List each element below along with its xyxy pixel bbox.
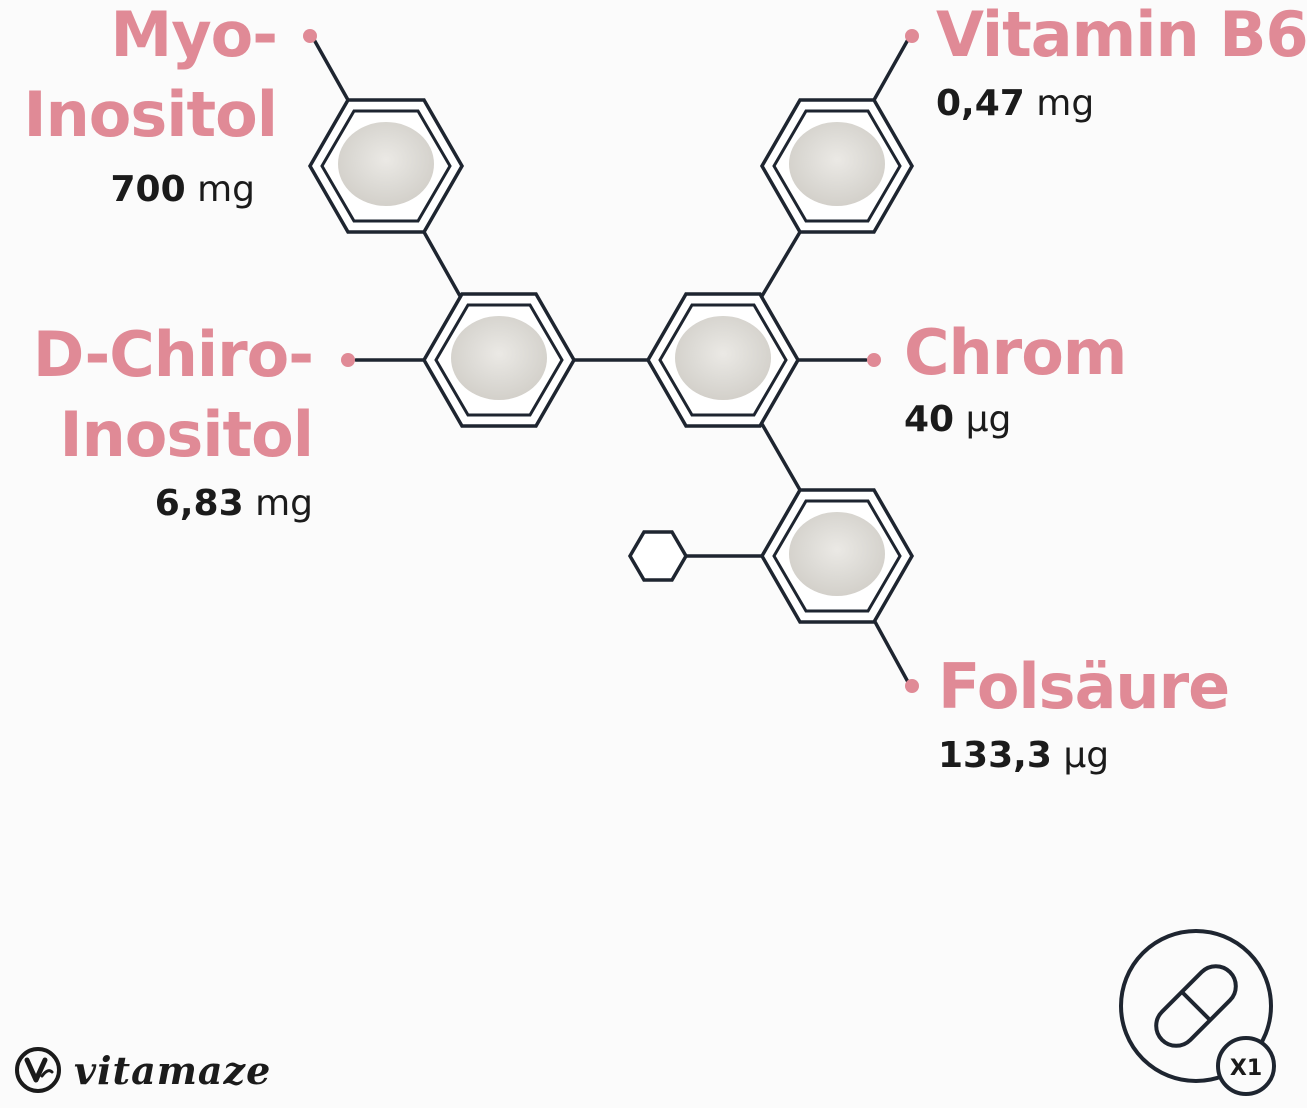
label-fols: Folsäure	[938, 650, 1230, 723]
hex-myo	[307, 98, 465, 234]
amount-dchiro-unit: mg	[255, 483, 313, 524]
amount-myo-unit: mg	[197, 169, 255, 210]
dosage-label: X1	[1230, 1056, 1262, 1081]
label-dchiro-line1: D-Chiro-	[32, 318, 314, 391]
leader-fols	[872, 618, 910, 684]
label-b6: Vitamin B6	[936, 0, 1307, 71]
dot-fols	[905, 679, 919, 693]
amount-myo-value: 700	[110, 169, 186, 210]
bond-center-b6	[760, 230, 802, 298]
leader-myo	[310, 34, 350, 102]
label-dchiro-line2: Inositol	[59, 398, 314, 471]
hex-dchiro	[421, 292, 577, 428]
hex-fols	[759, 488, 915, 624]
amount-chrom-value: 40	[904, 399, 955, 440]
leader-b6	[872, 34, 912, 102]
amount-dchiro-value: 6,83	[154, 483, 244, 524]
capsule-icon	[1154, 964, 1238, 1048]
label-myo-line1: Myo-	[110, 0, 278, 71]
hex-small	[627, 530, 689, 582]
dosage-badge	[1216, 1036, 1276, 1096]
amount-chrom-unit: µg	[965, 399, 1012, 440]
capsule-ring	[1119, 929, 1273, 1083]
amount-myo: 700 mg	[110, 172, 255, 208]
amount-chrom: 40 µg	[904, 402, 1011, 438]
brand: vitamaze	[14, 1046, 271, 1094]
dot-chrom	[867, 353, 881, 367]
amount-b6-unit: mg	[1036, 83, 1095, 124]
brand-name: vitamaze	[74, 1047, 272, 1093]
amount-fols-value: 133,3	[938, 735, 1052, 776]
amount-b6: 0,47 mg	[936, 86, 1094, 122]
amount-b6-value: 0,47	[936, 83, 1025, 124]
amount-fols: 133,3 µg	[938, 738, 1109, 774]
dot-b6	[905, 29, 919, 43]
amount-dchiro: 6,83 mg	[155, 486, 313, 522]
hex-b6	[759, 98, 915, 234]
label-chrom: Chrom	[904, 316, 1127, 389]
label-myo-line2: Inositol	[23, 78, 278, 151]
capsule-dosage-badge: X1	[1119, 929, 1276, 1096]
brand-logo-icon	[15, 1047, 61, 1093]
hex-center	[645, 292, 801, 428]
dot-dchiro	[341, 353, 355, 367]
bond-center-fols	[760, 422, 802, 492]
dot-myo	[303, 29, 317, 43]
bond-myo-dchiro	[422, 230, 462, 298]
amount-fols-unit: µg	[1063, 735, 1110, 776]
